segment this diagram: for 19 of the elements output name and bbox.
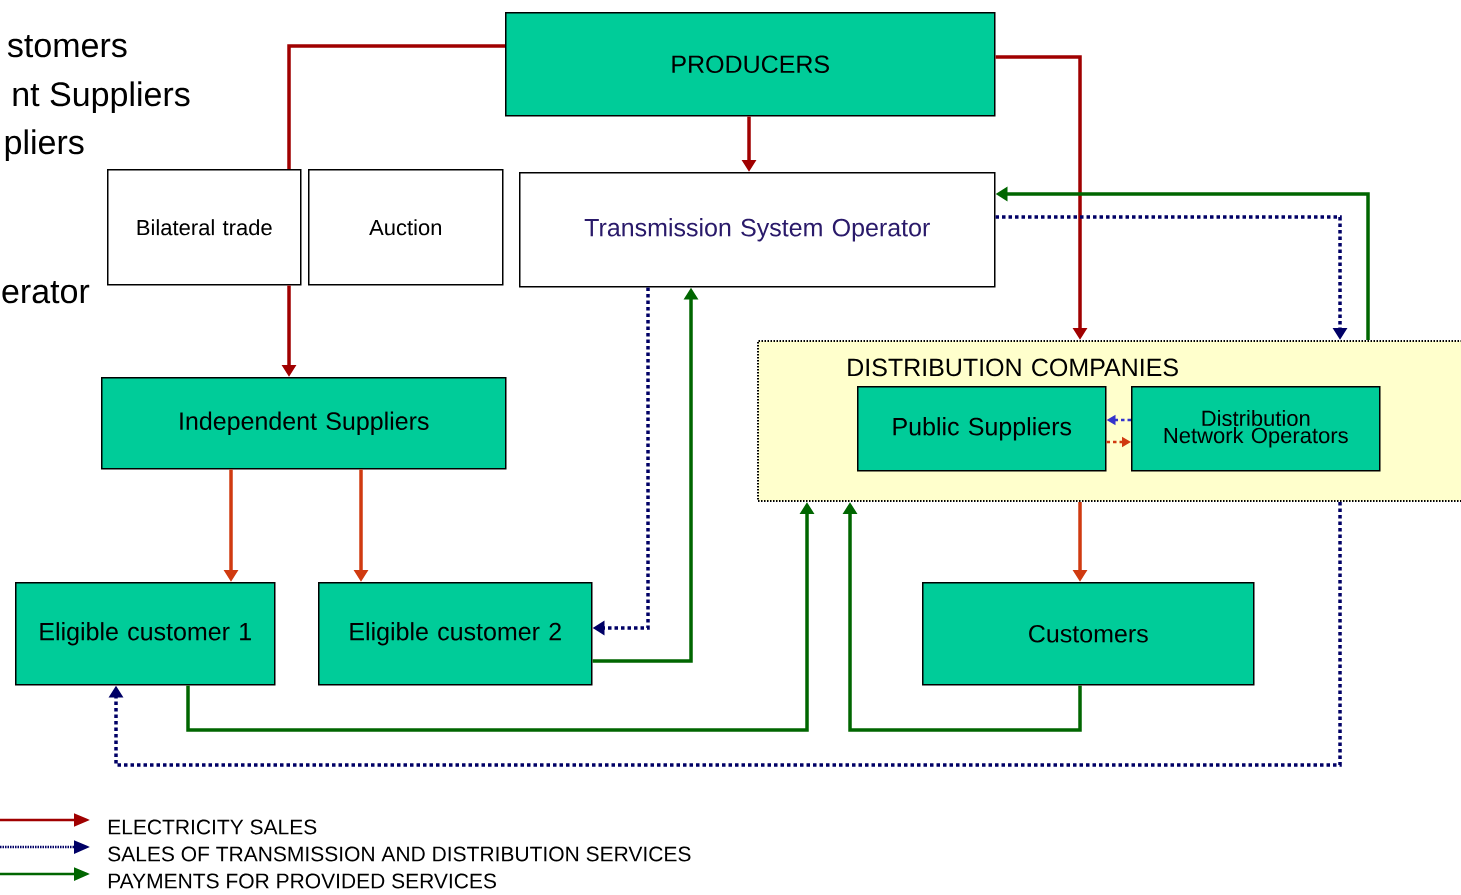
process-box: Public Suppliers xyxy=(857,386,1107,472)
process-box: PRODUCERS xyxy=(505,12,996,117)
process-box: Auction xyxy=(308,169,504,286)
legend-text: PAYMENTS FOR PROVIDED SERVICES xyxy=(108,873,496,889)
process-box: Distribution Network Operators xyxy=(1131,386,1381,472)
legend-text: ELECTRICITY SALES xyxy=(108,819,317,835)
process-box: Customers xyxy=(922,582,1255,686)
arrow xyxy=(108,502,1342,767)
process-box: Eligible customer 1 xyxy=(15,582,276,686)
legend-text: SALES OF TRANSMISSION AND DISTRIBUTION SERVICES xyxy=(108,846,691,862)
process-box: Eligible customer 2 xyxy=(318,582,593,686)
process-box: Bilateral trade xyxy=(107,169,302,286)
process-box: Transmission System Operator xyxy=(519,172,996,288)
group-heading: DISTRIBUTION COMPANIES xyxy=(848,358,1178,377)
side-text: erator xyxy=(2,281,90,304)
side-text: stomers xyxy=(7,35,127,58)
side-text: nt Suppliers xyxy=(13,81,190,114)
process-box: Independent Suppliers xyxy=(101,377,507,470)
side-text: pliers xyxy=(5,129,84,162)
